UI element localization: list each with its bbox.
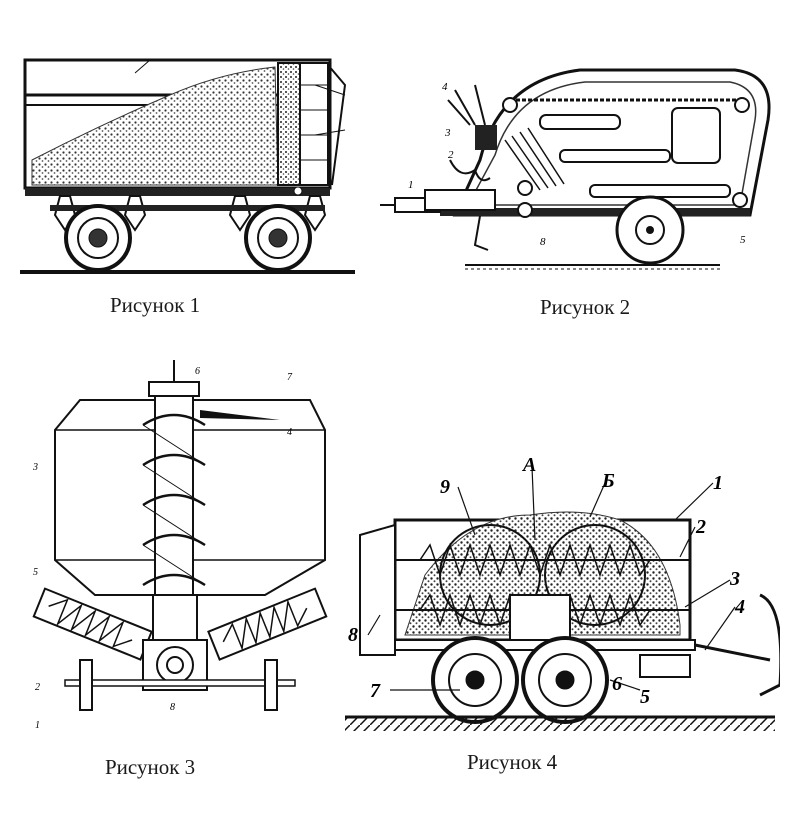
fig4-label-7: 7: [370, 680, 381, 702]
fig4-label-6: 6: [612, 673, 622, 695]
fig3-label-8: 8: [170, 702, 175, 713]
figure-2-drawing: 4 3 2 1 8 5: [380, 68, 771, 270]
fig2-label-3: 3: [444, 127, 451, 139]
fig3-label-4: 4: [287, 427, 292, 438]
fig4-label-4: 4: [734, 596, 745, 618]
figure-4: 9 А Б 1 2 3 4 5 6 7 8 Рисунок 4: [340, 445, 783, 785]
fig4-label-9: 9: [440, 476, 450, 498]
figure-2-caption: Рисунок 2: [540, 295, 631, 319]
fig4-label-2: 2: [695, 516, 706, 538]
fig3-label-6: 6: [195, 366, 200, 377]
figure-1: Рисунок 1: [20, 55, 355, 317]
fig4-label-3: 3: [729, 568, 740, 590]
figure-3: 6 7 4 3 5 2 1 8 Рисунок 3: [25, 360, 335, 780]
figure-2: 4 3 2 1 8 5 Рисунок 2: [380, 60, 780, 320]
fig2-label-8: 8: [540, 236, 546, 248]
fig4-label-8: 8: [348, 624, 358, 646]
fig3-label-5: 5: [33, 567, 38, 578]
fig3-label-1: 1: [35, 720, 40, 731]
fig2-label-2: 2: [448, 149, 454, 161]
figure-1-caption: Рисунок 1: [110, 293, 201, 317]
fig4-label-1: 1: [713, 472, 723, 494]
figure-3-drawing: 6 7 4 3 5 2 1 8: [32, 360, 328, 731]
figure-1-drawing: [20, 58, 355, 274]
fig2-label-4: 4: [442, 81, 448, 93]
fig3-label-7: 7: [287, 372, 293, 383]
fig3-label-3: 3: [32, 462, 38, 473]
figure-4-caption: Рисунок 4: [467, 750, 558, 774]
fig4-label-A: А: [521, 454, 536, 476]
fig2-label-5: 5: [740, 234, 746, 246]
fig2-label-1: 1: [408, 179, 414, 191]
figure-3-caption: Рисунок 3: [105, 755, 196, 779]
fig3-label-2: 2: [35, 682, 40, 693]
figure-4-drawing: 9 А Б 1 2 3 4 5 6 7 8: [345, 454, 783, 731]
fig4-label-B: Б: [601, 470, 615, 492]
fig4-label-5: 5: [640, 686, 650, 708]
